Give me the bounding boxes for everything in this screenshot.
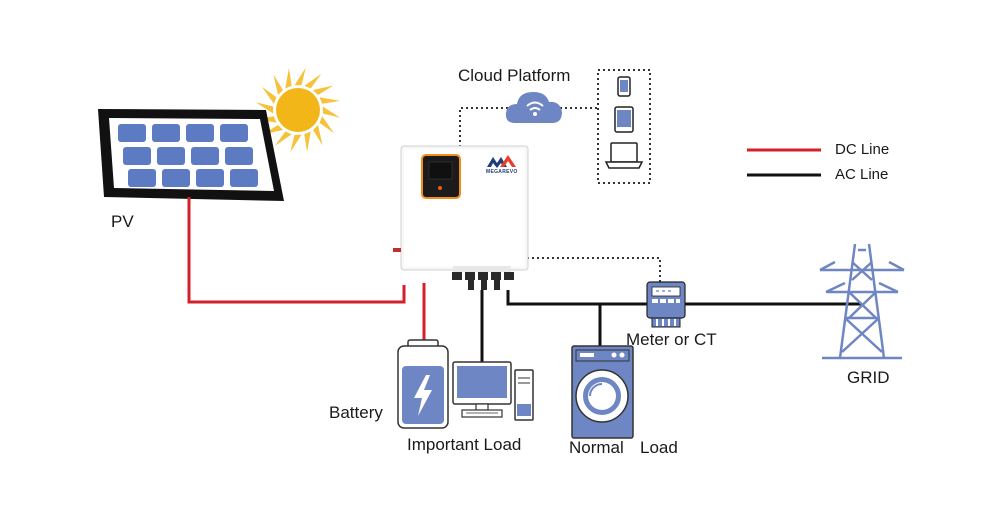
inverter-icon xyxy=(393,145,529,290)
communication-lines xyxy=(459,107,661,283)
pv-cell xyxy=(123,147,151,165)
dc-line-pv xyxy=(187,197,406,304)
sun-ray xyxy=(294,67,306,86)
tablet-icon xyxy=(614,106,634,133)
sun-ray xyxy=(313,125,323,146)
pv-cell xyxy=(162,169,190,187)
sun-ray xyxy=(313,85,334,95)
legend-dc-label: DC Line xyxy=(835,141,890,158)
sun-ray xyxy=(304,131,311,152)
pv-cell xyxy=(157,147,185,165)
important-load-label: Important Load xyxy=(407,435,522,454)
cloud-icon xyxy=(505,92,562,123)
grid-tower-icon xyxy=(819,243,905,360)
pv-cell xyxy=(220,124,248,142)
meter-icon xyxy=(646,281,686,328)
sun-ray xyxy=(261,86,277,104)
devices-box xyxy=(597,69,651,184)
pv-label: PV xyxy=(111,212,134,231)
normal-load-label: Normal xyxy=(569,438,624,457)
brand-logo xyxy=(487,155,516,168)
cloud-platform-label: Cloud Platform xyxy=(458,66,571,85)
legend xyxy=(747,148,821,177)
sun-ray xyxy=(319,97,340,104)
pv-cell xyxy=(118,124,146,142)
normal-load-label-2: Load xyxy=(640,438,678,457)
battery-icon xyxy=(397,339,449,429)
wifi-icon xyxy=(526,101,544,111)
inverter-brand: MEGAREVO xyxy=(486,169,518,175)
pv-cell xyxy=(186,124,214,142)
sun-ray xyxy=(322,106,341,118)
phone-icon xyxy=(617,76,631,97)
sun-ray xyxy=(304,73,322,89)
inverter-connectors xyxy=(452,272,514,290)
sun-ray xyxy=(290,134,302,153)
pv-cell xyxy=(128,169,156,187)
grid-label: GRID xyxy=(847,368,890,387)
laptop-icon xyxy=(604,142,644,169)
pv-cell xyxy=(230,169,258,187)
ac-lines xyxy=(480,290,862,362)
sun-icon xyxy=(255,67,341,153)
sun-ray xyxy=(273,74,283,95)
computer-icon xyxy=(452,361,534,421)
sun-ray xyxy=(274,131,292,147)
battery-label: Battery xyxy=(329,403,383,422)
sun-ray xyxy=(255,102,274,114)
pv-cell xyxy=(225,147,253,165)
pv-cell xyxy=(191,147,219,165)
sun-ray xyxy=(319,116,335,134)
meter-label: Meter or CT xyxy=(626,330,717,349)
legend-ac-label: AC Line xyxy=(835,166,889,183)
pv-cell xyxy=(152,124,180,142)
pv-panel-icon xyxy=(98,109,284,201)
washing-machine-icon xyxy=(571,345,634,439)
sun-ray xyxy=(285,68,292,89)
pv-cell xyxy=(196,169,224,187)
